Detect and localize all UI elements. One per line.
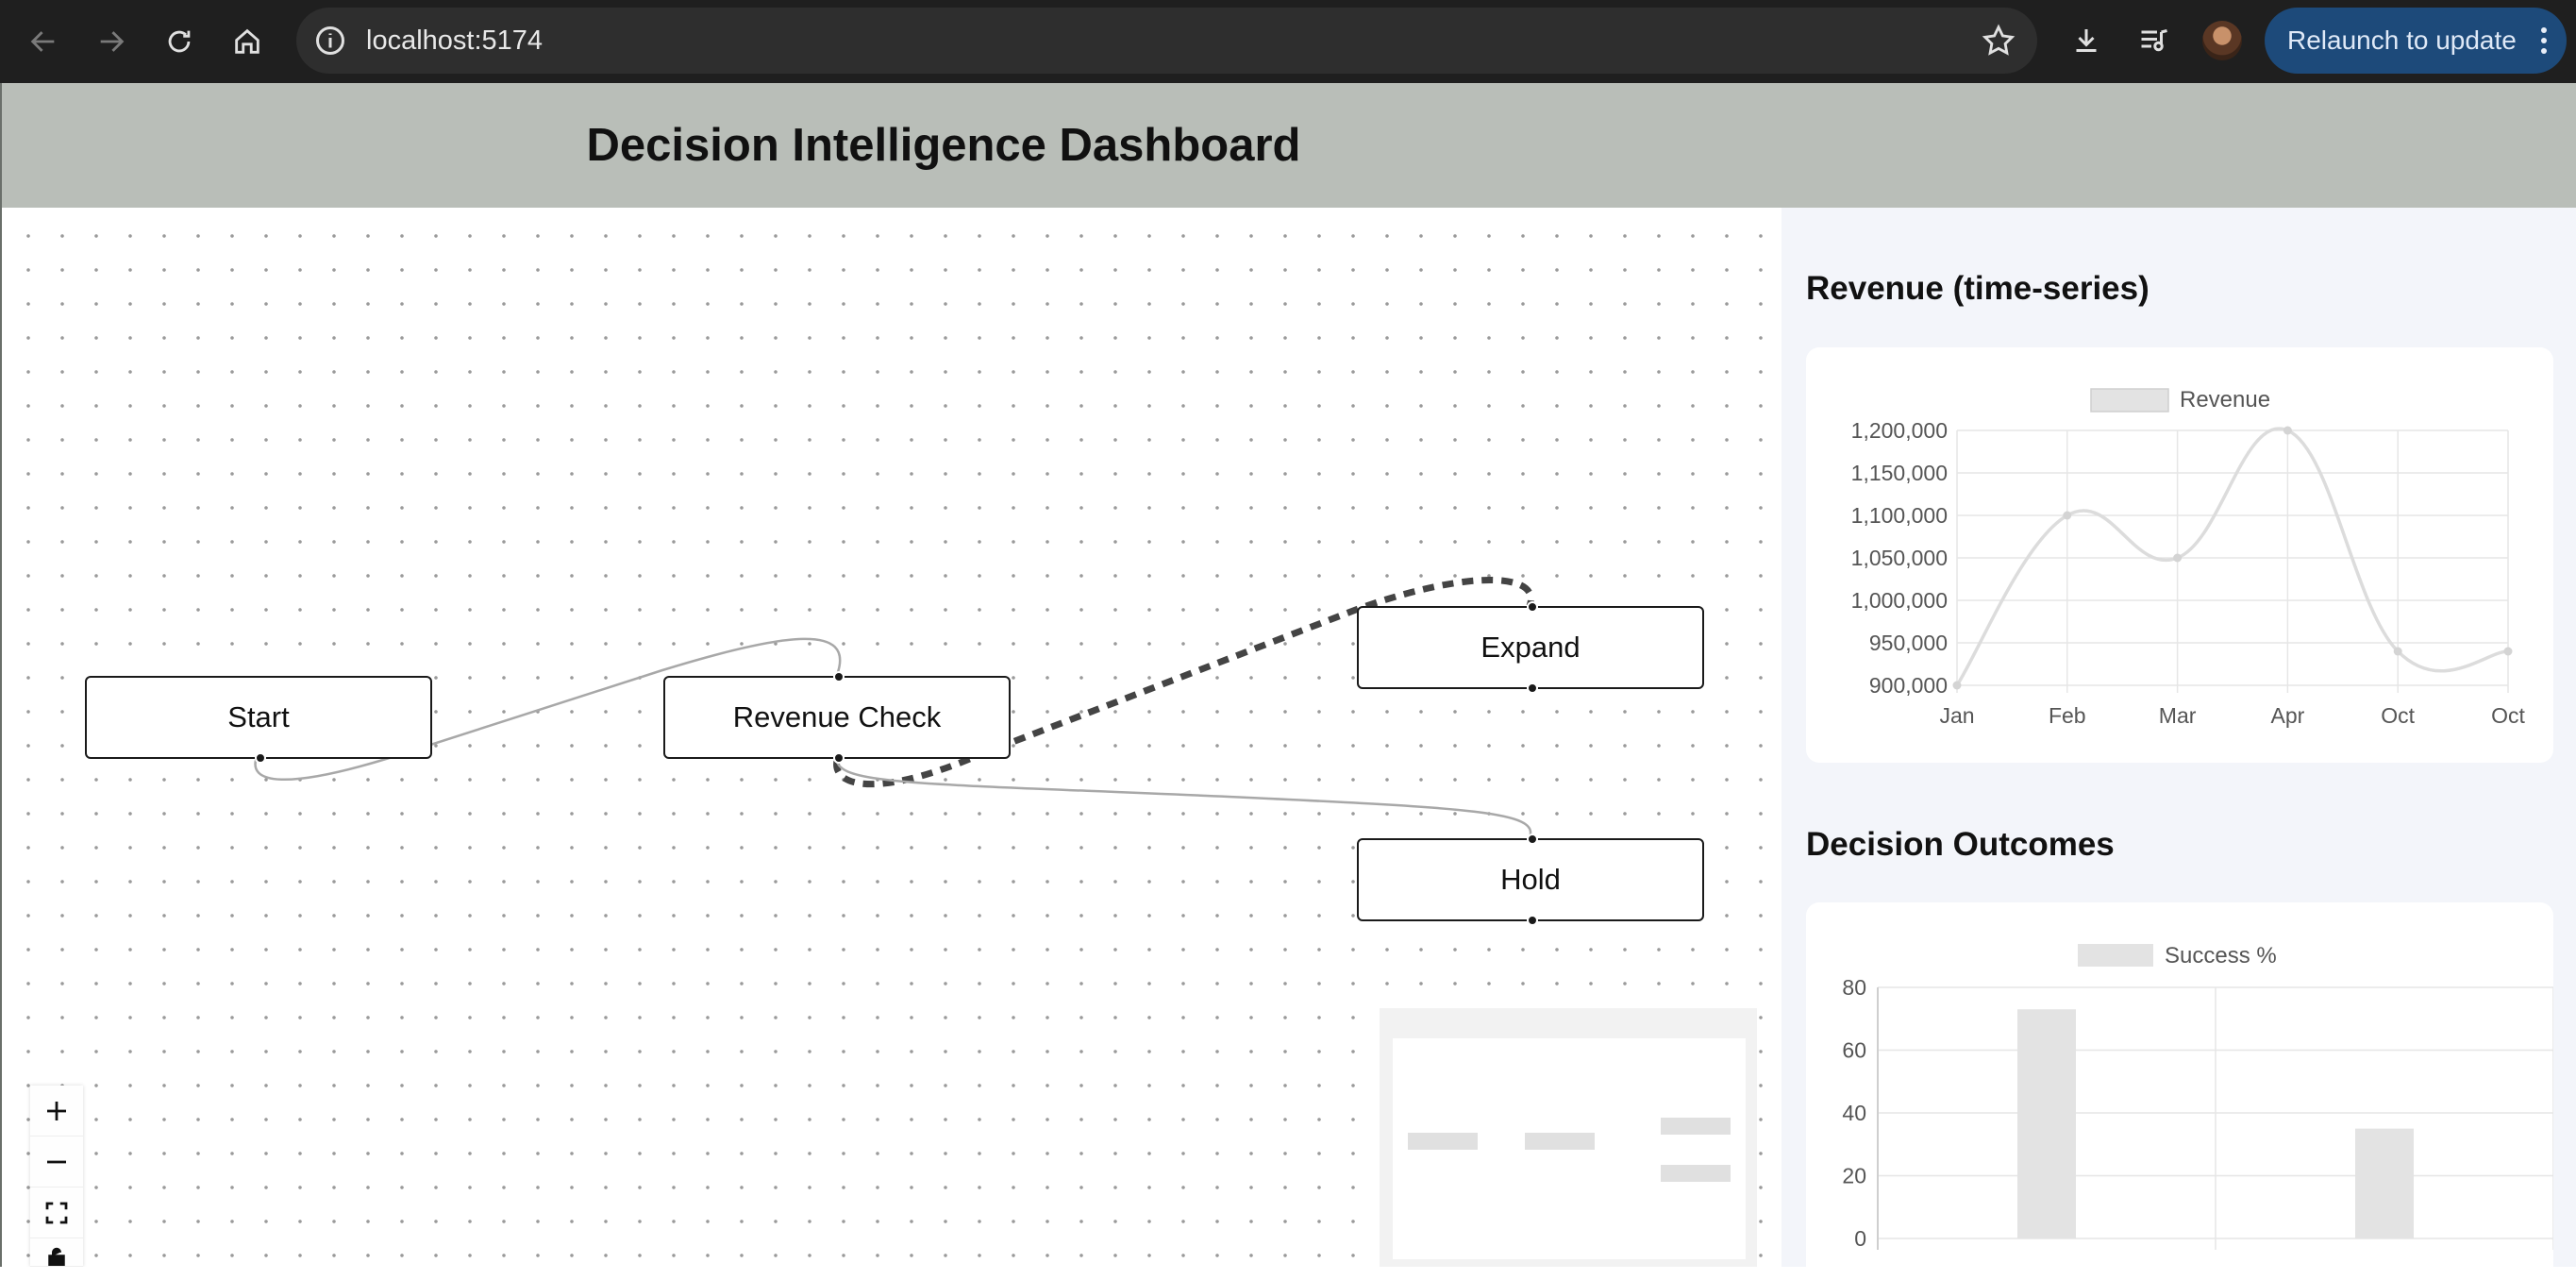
- target-handle[interactable]: [833, 671, 845, 682]
- legend-swatch: [2090, 388, 2169, 413]
- node-label: Start: [227, 700, 290, 733]
- y-tick-label: 1,150,000: [1851, 461, 1948, 485]
- source-handle[interactable]: [255, 752, 266, 764]
- zoom-in-icon: [47, 1101, 66, 1120]
- star-icon[interactable]: [1981, 23, 2016, 59]
- fit-view-icon: [45, 1202, 68, 1223]
- source-handle[interactable]: [1527, 915, 1538, 926]
- success-bar: [2017, 1009, 2076, 1238]
- y-tick-label: 900,000: [1869, 673, 1948, 698]
- lock-button[interactable]: [30, 1238, 83, 1267]
- outcomes-chart[interactable]: Success % 80 60 40 20 0: [1806, 902, 2553, 1280]
- minimap-node: [1661, 1118, 1731, 1135]
- site-info-icon[interactable]: [313, 24, 347, 58]
- node-revenue-check[interactable]: Revenue Check: [663, 671, 1011, 764]
- y-tick-label: 40: [1842, 1101, 1866, 1125]
- minimap-viewport: [1393, 1038, 1746, 1259]
- minimap-node: [1408, 1133, 1478, 1150]
- flow-controls: [30, 1086, 83, 1267]
- y-tick-label: 950,000: [1869, 631, 1948, 655]
- x-tick-label: Oct: [2381, 703, 2415, 728]
- source-handle[interactable]: [833, 752, 845, 764]
- edge-revenue-check-expand[interactable]: [833, 577, 1534, 788]
- zoom-out-button[interactable]: [30, 1137, 83, 1187]
- fit-view-button[interactable]: [30, 1187, 83, 1238]
- edge-revenue-check-hold[interactable]: [835, 760, 1532, 838]
- y-tick-label: 1,200,000: [1851, 418, 1948, 443]
- target-handle[interactable]: [1527, 601, 1538, 613]
- reload-icon[interactable]: [155, 17, 204, 66]
- data-point: [1952, 681, 1962, 690]
- y-tick-label: 20: [1842, 1164, 1866, 1188]
- target-handle[interactable]: [1527, 834, 1538, 845]
- y-tick-label: 1,000,000: [1851, 588, 1948, 613]
- data-point: [2063, 511, 2072, 520]
- x-tick-label: Oct: [2491, 703, 2525, 728]
- profile-avatar[interactable]: [2202, 21, 2242, 60]
- url-text[interactable]: localhost:5174: [366, 25, 544, 56]
- flow-canvas[interactable]: Start Revenue Check Expand Hold: [0, 208, 1781, 1267]
- minimap-node: [1525, 1133, 1595, 1150]
- revenue-chart-card: Revenue 1,200,000 1,150,000 1,100,000 1,050,…: [1806, 347, 2553, 763]
- source-handle[interactable]: [1527, 682, 1538, 694]
- data-point: [2173, 553, 2183, 563]
- app-header: Decision Intelligence Dashboard: [0, 83, 2576, 208]
- node-start[interactable]: Start: [85, 676, 432, 764]
- node-label: Expand: [1480, 631, 1581, 664]
- media-queue-icon[interactable]: [2133, 19, 2176, 62]
- y-tick-label: 0: [1854, 1226, 1866, 1251]
- x-tick-label: Apr: [2271, 703, 2305, 728]
- y-tick-label: 1,100,000: [1851, 503, 1948, 528]
- zoom-out-icon: [47, 1160, 66, 1163]
- back-icon[interactable]: [19, 17, 68, 66]
- legend-swatch: [2078, 944, 2153, 967]
- y-tick-label: 1,050,000: [1851, 546, 1948, 570]
- download-icon[interactable]: [2065, 19, 2108, 62]
- revenue-chart[interactable]: Revenue 1,200,000 1,150,000 1,100,000 1,050,…: [1806, 347, 2553, 763]
- success-bar: [2355, 1128, 2414, 1238]
- legend-label: Revenue: [2180, 387, 2270, 413]
- outcomes-heading: Decision Outcomes: [1806, 826, 2115, 863]
- minimap[interactable]: [1380, 1008, 1757, 1267]
- edge-start-revenue-check[interactable]: [254, 637, 842, 782]
- minimap-node: [1661, 1165, 1731, 1182]
- data-point: [2503, 647, 2513, 656]
- legend-label: Success %: [2165, 943, 2277, 968]
- node-label: Revenue Check: [732, 700, 942, 733]
- flow-edges: [254, 577, 1534, 838]
- y-tick-label: 80: [1842, 975, 1866, 1000]
- more-vertical-icon[interactable]: [2540, 26, 2548, 55]
- data-point: [2393, 647, 2402, 656]
- data-point: [2283, 426, 2292, 435]
- node-label: Hold: [1500, 863, 1561, 896]
- browser-toolbar: localhost:5174 Relaunch to update: [0, 0, 2576, 83]
- lock-icon: [48, 1247, 65, 1266]
- node-hold[interactable]: Hold: [1357, 834, 1704, 926]
- relaunch-label: Relaunch to update: [2287, 25, 2517, 55]
- address-bar[interactable]: localhost:5174: [296, 8, 2037, 74]
- home-icon[interactable]: [223, 17, 272, 66]
- x-tick-label: Jan: [1939, 703, 1974, 728]
- x-tick-label: Feb: [2049, 703, 2086, 728]
- node-expand[interactable]: Expand: [1357, 601, 1704, 694]
- zoom-in-button[interactable]: [30, 1086, 83, 1137]
- revenue-series-line: [1955, 427, 2509, 686]
- forward-icon[interactable]: [87, 17, 136, 66]
- x-tick-label: Mar: [2159, 703, 2197, 728]
- y-tick-label: 60: [1842, 1038, 1866, 1063]
- page-title: Decision Intelligence Dashboard: [586, 120, 1301, 171]
- outcomes-chart-card: Success % 80 60 40 20 0: [1806, 902, 2553, 1280]
- analytics-panel: Revenue (time-series) Revenue 1,200,000 1,…: [1781, 208, 2576, 1280]
- revenue-heading: Revenue (time-series): [1806, 270, 2149, 307]
- relaunch-button[interactable]: Relaunch to update: [2265, 8, 2567, 74]
